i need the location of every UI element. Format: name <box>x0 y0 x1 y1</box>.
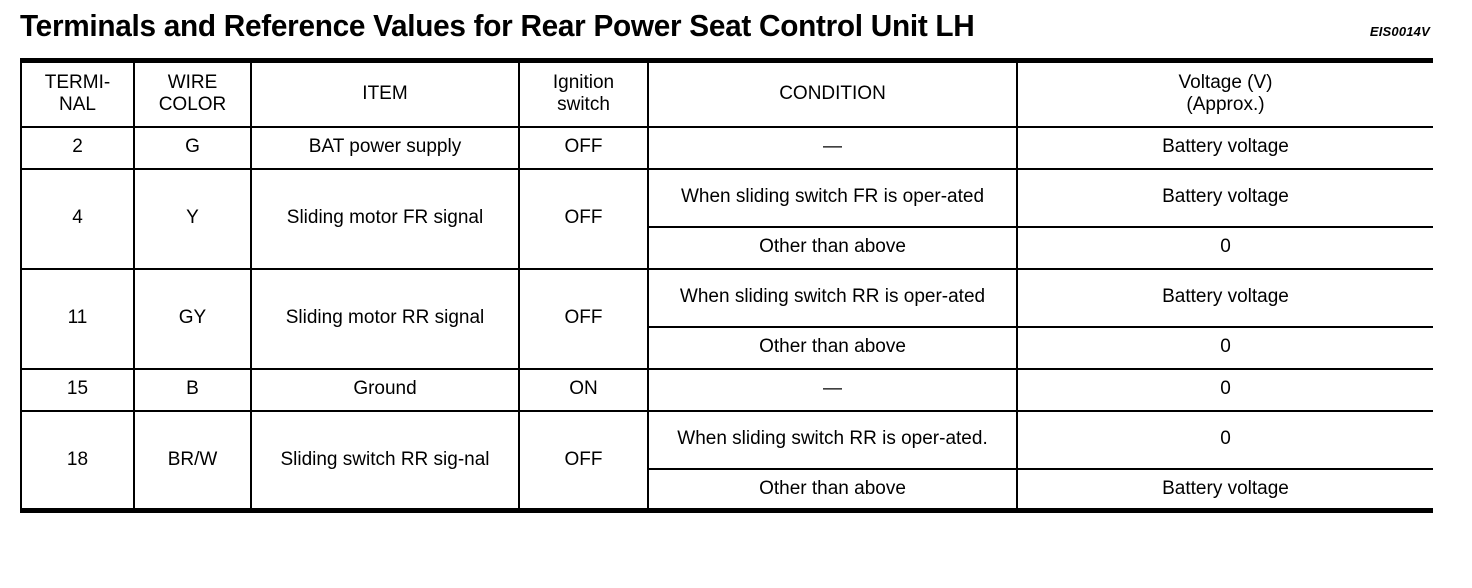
table-header: TERMI- NAL WIRE COLOR ITEM Ignition swit… <box>20 60 1433 128</box>
column-header-ignition-line1: Ignition <box>552 71 615 93</box>
column-header-condition: CONDITION <box>647 60 1017 128</box>
cell-voltage: 0 <box>1016 226 1433 270</box>
column-header-terminal-line1: TERMI- <box>44 71 111 93</box>
column-header-item: ITEM <box>250 60 519 128</box>
cell-voltage: Battery voltage <box>1016 268 1433 328</box>
cell-item: Sliding switch RR sig-nal <box>250 410 519 512</box>
column-header-wire-color-line2: COLOR <box>158 94 227 116</box>
cell-terminal-number: 4 <box>20 168 134 270</box>
cell-item: Ground <box>250 368 519 412</box>
cell-condition: Other than above <box>647 226 1017 270</box>
cell-voltage: 0 <box>1016 326 1433 370</box>
cell-condition: When sliding switch RR is oper-ated. <box>647 410 1017 470</box>
cell-voltage: Battery voltage <box>1016 468 1433 512</box>
cell-terminal-number: 11 <box>20 268 134 370</box>
cell-wire-color: BR/W <box>133 410 251 512</box>
cell-item: BAT power supply <box>250 126 519 170</box>
cell-condition: — <box>647 126 1017 170</box>
cell-wire-color: B <box>133 368 251 412</box>
cell-ignition-switch: OFF <box>518 410 648 512</box>
column-header-voltage-line2: (Approx.) <box>1186 94 1265 116</box>
document-reference-code: EIS0014V <box>1369 23 1430 39</box>
cell-item: Sliding motor RR signal <box>250 268 519 370</box>
column-header-wire-color: WIRE COLOR <box>133 60 251 128</box>
column-header-voltage: Voltage (V) (Approx.) <box>1016 60 1433 128</box>
page-title: Terminals and Reference Values for Rear … <box>20 7 975 43</box>
cell-condition: Other than above <box>647 326 1017 370</box>
column-header-ignition-line2: switch <box>557 94 610 116</box>
cell-terminal-number: 2 <box>20 126 134 170</box>
cell-condition: — <box>647 368 1017 412</box>
cell-wire-color: GY <box>133 268 251 370</box>
cell-voltage: 0 <box>1016 368 1433 412</box>
cell-voltage: Battery voltage <box>1016 126 1433 170</box>
document-header: Terminals and Reference Values for Rear … <box>20 2 1432 48</box>
cell-terminal-number: 15 <box>20 368 134 412</box>
table-header-row: TERMI- NAL WIRE COLOR ITEM Ignition swit… <box>20 60 1433 128</box>
cell-condition: When sliding switch FR is oper-ated <box>647 168 1017 228</box>
cell-voltage: 0 <box>1016 410 1433 470</box>
cell-ignition-switch: OFF <box>518 168 648 270</box>
cell-terminal-number: 18 <box>20 410 134 512</box>
terminals-reference-table: TERMI- NAL WIRE COLOR ITEM Ignition swit… <box>20 58 1433 513</box>
cell-condition: Other than above <box>647 468 1017 512</box>
cell-item: Sliding motor FR signal <box>250 168 519 270</box>
cell-condition: When sliding switch RR is oper-ated <box>647 268 1017 328</box>
cell-ignition-switch: OFF <box>518 126 648 170</box>
cell-wire-color: G <box>133 126 251 170</box>
column-header-voltage-line1: Voltage (V) <box>1178 71 1273 93</box>
column-header-wire-color-line1: WIRE <box>167 71 218 93</box>
column-header-terminal-line2: NAL <box>59 94 96 116</box>
cell-ignition-switch: OFF <box>518 268 648 370</box>
column-header-terminal: TERMI- NAL <box>20 60 134 128</box>
terminals-table-container: TERMI- NAL WIRE COLOR ITEM Ignition swit… <box>20 58 1433 513</box>
cell-wire-color: Y <box>133 168 251 270</box>
cell-voltage: Battery voltage <box>1016 168 1433 228</box>
cell-ignition-switch: ON <box>518 368 648 412</box>
column-header-ignition-switch: Ignition switch <box>518 60 648 128</box>
